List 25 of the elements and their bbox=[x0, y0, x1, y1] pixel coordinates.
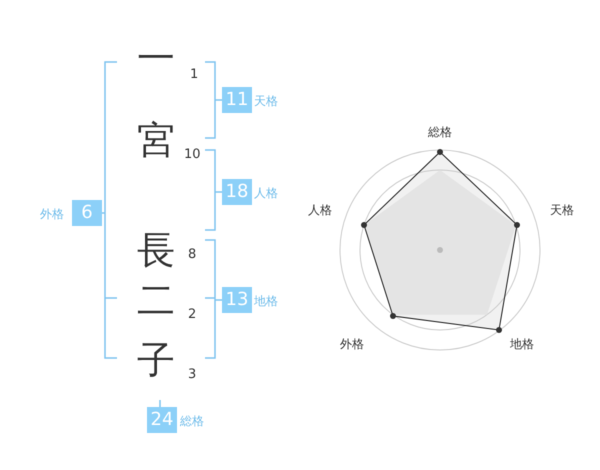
name-character: 子 bbox=[137, 340, 175, 380]
stroke-count: 8 bbox=[188, 247, 196, 262]
name-character: 一 bbox=[137, 38, 175, 78]
axis-label: 外格 bbox=[340, 336, 364, 353]
score-badge: 6 bbox=[72, 200, 102, 226]
stroke-count: 3 bbox=[188, 367, 196, 382]
score-badge: 13 bbox=[222, 287, 252, 313]
score-caption: 総格 bbox=[180, 413, 204, 430]
axis-label: 地格 bbox=[510, 336, 534, 353]
name-character: 二 bbox=[137, 280, 175, 320]
score-badge: 18 bbox=[222, 179, 252, 205]
score-badge: 24 bbox=[147, 407, 177, 433]
name-character: 宮 bbox=[137, 120, 175, 160]
name-character: 長 bbox=[137, 230, 175, 270]
score-caption: 天格 bbox=[254, 93, 278, 110]
axis-label: 総格 bbox=[428, 124, 452, 141]
stroke-count: 1 bbox=[190, 67, 198, 82]
axis-label: 天格 bbox=[550, 202, 574, 219]
score-caption: 地格 bbox=[254, 293, 278, 310]
score-badge: 11 bbox=[222, 87, 252, 113]
stroke-count: 10 bbox=[184, 147, 201, 162]
score-caption: 外格 bbox=[40, 206, 64, 223]
axis-label: 人格 bbox=[308, 202, 332, 219]
score-caption: 人格 bbox=[254, 185, 278, 202]
stroke-count: 2 bbox=[188, 307, 196, 322]
